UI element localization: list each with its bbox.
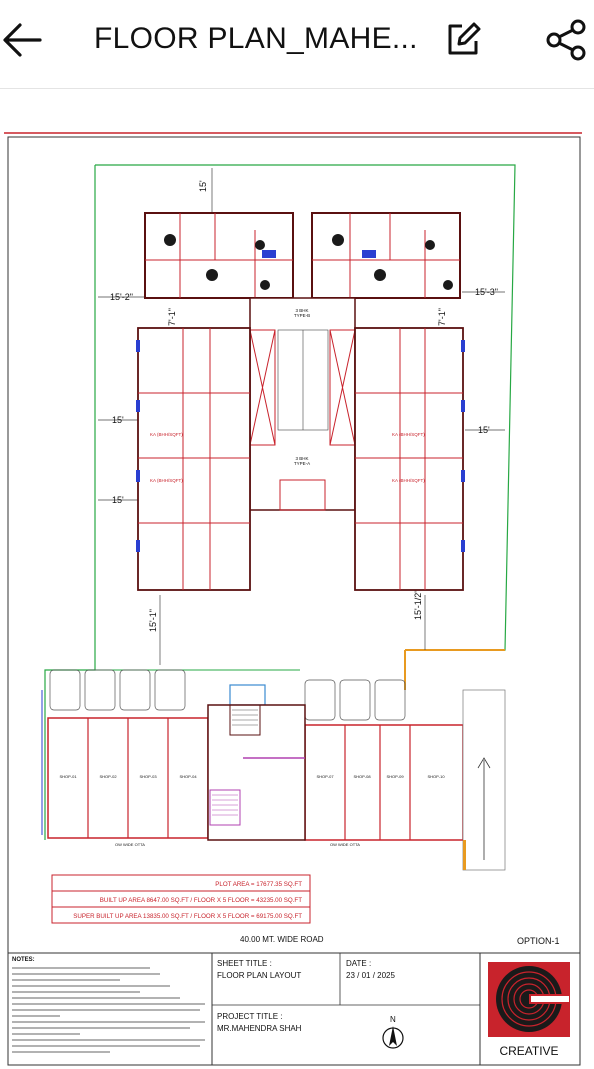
north-arrow-icon: N (382, 1015, 404, 1049)
project-title-label: PROJECT TITLE : (217, 1012, 283, 1021)
document-title: FLOOR PLAN_MAHE... (94, 22, 418, 55)
commercial-block (41, 690, 464, 841)
share-icon[interactable] (544, 18, 588, 62)
otta-label: OW WIDE OTTA (115, 842, 145, 847)
parking-bays (49, 669, 406, 721)
creative-logo: CREATIVE (488, 962, 570, 1058)
road-label: 40.00 MT. WIDE ROAD (240, 935, 324, 944)
svg-text:KA (BHH/SQFT): KA (BHH/SQFT) (150, 478, 183, 483)
shop-label: SHOP-10 (427, 774, 445, 779)
shop-label: SHOP-09 (386, 774, 404, 779)
dim-left-bottom: 15'-1" (148, 609, 158, 632)
shop-label: SHOP-02 (99, 774, 117, 779)
otta-label: OW WIDE OTTA (330, 842, 360, 847)
dim-top: 15' (198, 180, 208, 192)
edit-icon[interactable] (445, 22, 481, 58)
dim-left-a: 7'-1" (167, 308, 177, 326)
built-up-area: BUILT UP AREA 8647.00 SQ.FT / FLOOR X 5 … (100, 897, 302, 904)
dim-left-mid2: 15' (112, 495, 124, 505)
dim-right-top: 15'-3" (475, 287, 498, 297)
type-b-units (144, 212, 461, 299)
sheet-title-value: FLOOR PLAN LAYOUT (217, 971, 301, 980)
floor-plan-document[interactable]: 15' 15'-2" 15'-3" 7'-1" 7'-1" 15' 15' 15… (0, 120, 594, 1069)
shop-label: SHOP-07 (316, 774, 334, 779)
dim-right-mid: 15' (478, 425, 490, 435)
arrow-left-icon[interactable] (0, 18, 46, 62)
shop-label: SHOP-01 (59, 774, 77, 779)
dim-left-top: 15'-2" (110, 292, 133, 302)
notes-heading: NOTES: (12, 957, 35, 963)
shop-label: SHOP-04 (179, 774, 197, 779)
ramp (462, 689, 506, 871)
date-value: 23 / 01 / 2025 (346, 971, 395, 980)
header-divider (0, 88, 594, 89)
floor-plan-drawing: 15' 15'-2" 15'-3" 7'-1" 7'-1" 15' 15' 15… (4, 132, 582, 1066)
project-title-value: MR.MAHENDRA SHAH (217, 1024, 302, 1033)
north-label: N (390, 1015, 396, 1024)
app-bar: FLOOR PLAN_MAHE... (0, 0, 594, 82)
plot-area: PLOT AREA = 17677.35 SQ.FT (215, 881, 302, 888)
option-label: OPTION-1 (517, 936, 560, 946)
type-a-units (137, 327, 464, 591)
svg-text:KA (BHH/SQFT): KA (BHH/SQFT) (150, 432, 183, 437)
shop-label: SHOP-03 (139, 774, 157, 779)
dim-right-a: 7'-1" (437, 308, 447, 326)
date-label: DATE : (346, 959, 371, 968)
title-block: NOTES: SHEET TITLE : FLOOR PLAN LAYOUT D… (8, 952, 580, 1065)
dim-left-mid: 15' (112, 415, 124, 425)
brand-name: CREATIVE (499, 1044, 558, 1058)
dim-right-bottom: 15'-1/2" (413, 590, 423, 620)
shop-label: SHOP-08 (353, 774, 371, 779)
sheet-title-label: SHEET TITLE : (217, 959, 272, 968)
svg-text:KA (BHH/SQFT): KA (BHH/SQFT) (392, 478, 425, 483)
area-table: PLOT AREA = 17677.35 SQ.FT BUILT UP AREA… (51, 874, 311, 924)
super-built-up-area: SUPER BUILT UP AREA 13835.00 SQ.FT / FLO… (73, 913, 302, 920)
svg-text:KA (BHH/SQFT): KA (BHH/SQFT) (392, 432, 425, 437)
